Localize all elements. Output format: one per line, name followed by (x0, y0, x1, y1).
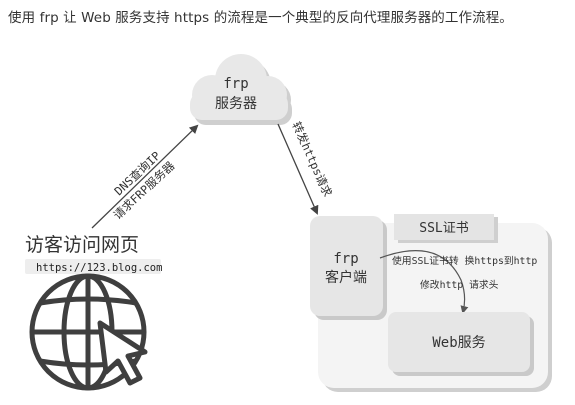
visitor-title: 访客访问网页 (25, 234, 139, 256)
globe-icon (29, 273, 147, 391)
cursor-icon (97, 320, 148, 386)
intro-sentence: 使用 frp 让 Web 服务支持 https 的流程是一个典型的反向代理服务器… (8, 10, 513, 26)
url-chip (25, 259, 161, 274)
frp-client-box: frp 客户端 (310, 216, 387, 320)
dns-request-arrow (91, 124, 199, 229)
cloud-label-line2: 服务器 (215, 96, 257, 112)
forward-https-label: 转发https请求 (289, 120, 335, 200)
ssl-certificate-label: SSL证书 (419, 221, 468, 236)
client-label-line2: 客户端 (325, 269, 367, 286)
frp-server-cloud: frp 服务器 (190, 54, 292, 125)
web-service-box: Web服务 (388, 312, 534, 376)
ssl-certificate-tab: SSL证书 (394, 214, 498, 243)
conversion-arrow (379, 250, 469, 314)
web-service-label: Web服务 (432, 335, 485, 351)
cloud-label-line1: frp (223, 76, 248, 92)
modify-header-note: 修改http 请求头 (420, 278, 499, 291)
ssl-conversion-note: 使用SSL证书转 换https到http (392, 254, 537, 267)
visitor-url: https://123.blog.com (36, 262, 162, 274)
forward-https-arrow (277, 123, 319, 215)
client-label-line1: frp (333, 251, 358, 267)
